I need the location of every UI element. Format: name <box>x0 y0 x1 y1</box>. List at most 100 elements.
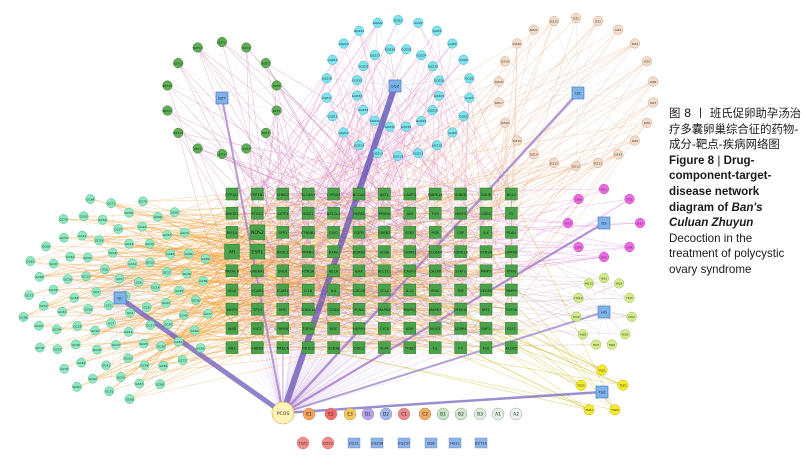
component-label: GC9 <box>144 305 150 309</box>
component-node-gc61: GC61 <box>183 248 194 259</box>
herb-hub-hq: HQ <box>597 305 611 319</box>
component-node-gc2: GC2 <box>103 300 114 311</box>
component-label: GC53 <box>163 233 171 237</box>
target-node-htr2a: HTR2A <box>479 245 493 258</box>
target-node-cycs: CYCS <box>378 322 391 335</box>
target-node-stat1: STAT1 <box>454 264 467 278</box>
component-label: GC61 <box>185 252 193 256</box>
bottom-node-label: TSZ2 <box>297 442 307 446</box>
component-label: DS6 <box>576 245 582 249</box>
target-node-prkaca: PRKACA <box>225 264 240 278</box>
component-node-gc71: GC71 <box>106 198 117 209</box>
target-label: JUN <box>406 212 414 216</box>
component-node-e1: E1 <box>302 407 316 421</box>
component-label: GC5 <box>93 290 99 294</box>
component-node-hq11: HQ11 <box>583 278 594 289</box>
component-node-gc46: GC46 <box>139 360 150 371</box>
target-node-oprm1: OPRM1 <box>505 245 518 258</box>
component-node-ds5: DS5 <box>598 251 610 263</box>
component-label: TSZ5 <box>576 384 585 388</box>
component-node-gqz15: GQZ15 <box>339 127 349 138</box>
component-node-gc75: GC75 <box>104 386 115 397</box>
target-node-hif1a: HIF1A <box>225 226 239 239</box>
target-node-rxra: RXRA <box>327 245 340 258</box>
target-node-esr2: ESR2 <box>403 226 417 239</box>
component-label: GC33 <box>124 357 132 361</box>
bottom-node-label: DZ22 <box>323 442 333 446</box>
component-node-hq1: HQ1 <box>598 272 610 284</box>
target-label: RXRA <box>329 250 339 254</box>
component-node-gc32: GC32 <box>144 238 155 249</box>
target-node-rb1: RB1 <box>225 341 239 354</box>
target-label: CYP3A4 <box>327 193 342 197</box>
component-label: DZ10 <box>614 153 622 157</box>
target-node-cxcl8: CXCL8 <box>352 283 365 297</box>
herb-hub-label: TSZ <box>597 390 606 395</box>
component-node-gc87: GC87 <box>169 207 180 218</box>
component-node-bzt4: BZT4 <box>271 80 282 91</box>
component-label: HQ5 <box>622 333 628 337</box>
component-node-gc6: GC6 <box>133 277 144 287</box>
component-label: BZT11 <box>163 109 173 113</box>
target-label: SOD1 <box>303 212 313 216</box>
component-node-gc12: GC12 <box>123 327 134 337</box>
component-label: DZ3 <box>615 28 621 32</box>
component-label: D1 <box>365 412 371 418</box>
target-node-alox5: ALOX5 <box>505 341 518 354</box>
component-label: BZT9 <box>194 147 202 151</box>
bottom-node-tsz2: TSZ2 <box>296 436 310 450</box>
component-node-dz2: DZ2 <box>592 15 604 27</box>
component-node-dz13: DZ13 <box>548 157 560 169</box>
target-node-cdkn1a: CDKN1A <box>301 302 316 316</box>
component-node-gc53: GC53 <box>162 229 172 240</box>
target-label: NOS2 <box>251 230 264 236</box>
target-label: GSTP1 <box>277 212 289 216</box>
component-node-gqz27: GQZ27 <box>434 90 444 101</box>
component-node-gqz10: GQZ10 <box>432 140 442 151</box>
component-node-gc56: GC56 <box>190 295 201 306</box>
component-node-bzt13: BZT13 <box>173 58 184 69</box>
bottom-node-dz21: DZ21 <box>347 437 361 449</box>
component-label: HQ8 <box>580 333 586 337</box>
component-node-dz9: DZ9 <box>629 135 640 146</box>
component-label: BZT5 <box>273 109 281 113</box>
component-label: GQZ8 <box>459 115 467 119</box>
component-node-hq4: HQ4 <box>626 311 637 322</box>
target-node-gsk3b: GSK3B <box>327 341 340 354</box>
component-node-gc76: GC76 <box>58 214 69 224</box>
component-node-ds6: DS6 <box>573 241 584 253</box>
component-label: GC81 <box>26 259 34 263</box>
component-node-hq7: HQ7 <box>591 339 602 350</box>
component-label: GQZ27 <box>434 94 444 98</box>
target-label: SERPINE1 <box>274 327 292 331</box>
component-label: GC7 <box>108 322 114 326</box>
herb-hub-label: GC <box>117 296 123 301</box>
target-node-chrm1: CHRM1 <box>403 245 416 258</box>
caption-formula-name: Ban's Culuan Zhuyun <box>669 200 763 230</box>
component-node-gqz31: GQZ31 <box>385 121 395 132</box>
component-node-c1: C1 <box>397 407 411 421</box>
component-node-gc42: GC42 <box>77 230 88 241</box>
component-node-gqz36: GQZ36 <box>358 60 369 72</box>
component-label: GC56 <box>192 299 200 303</box>
component-label: GC8 <box>102 267 108 271</box>
target-label: CYP1A1 <box>225 193 239 197</box>
component-label: GC76 <box>60 217 68 221</box>
component-label: GQZ29 <box>416 119 426 123</box>
component-node-gc54: GC54 <box>115 372 126 382</box>
component-label: GC74 <box>181 231 189 235</box>
herb-hub-label: DS <box>601 221 607 226</box>
component-label: GQZ26 <box>434 79 444 83</box>
caption-title-rest: Decoction in the treatment of polycystic… <box>669 231 785 276</box>
target-node-thbd: THBD <box>403 341 417 354</box>
component-node-gc86: GC86 <box>18 312 29 322</box>
component-node-gqz28: GQZ28 <box>428 104 438 116</box>
herb-hub-tsz: TSZ <box>595 385 609 399</box>
component-node-bzt10: BZT10 <box>173 127 184 138</box>
component-label: B3 <box>477 412 483 418</box>
target-node-erbb3: ERBB3 <box>251 341 264 354</box>
component-label: DS7 <box>565 221 571 225</box>
target-node-nfe2l2: NFE2L2 <box>327 206 340 220</box>
component-label: DS2 <box>627 197 633 201</box>
component-node-gc39: GC39 <box>48 284 59 295</box>
